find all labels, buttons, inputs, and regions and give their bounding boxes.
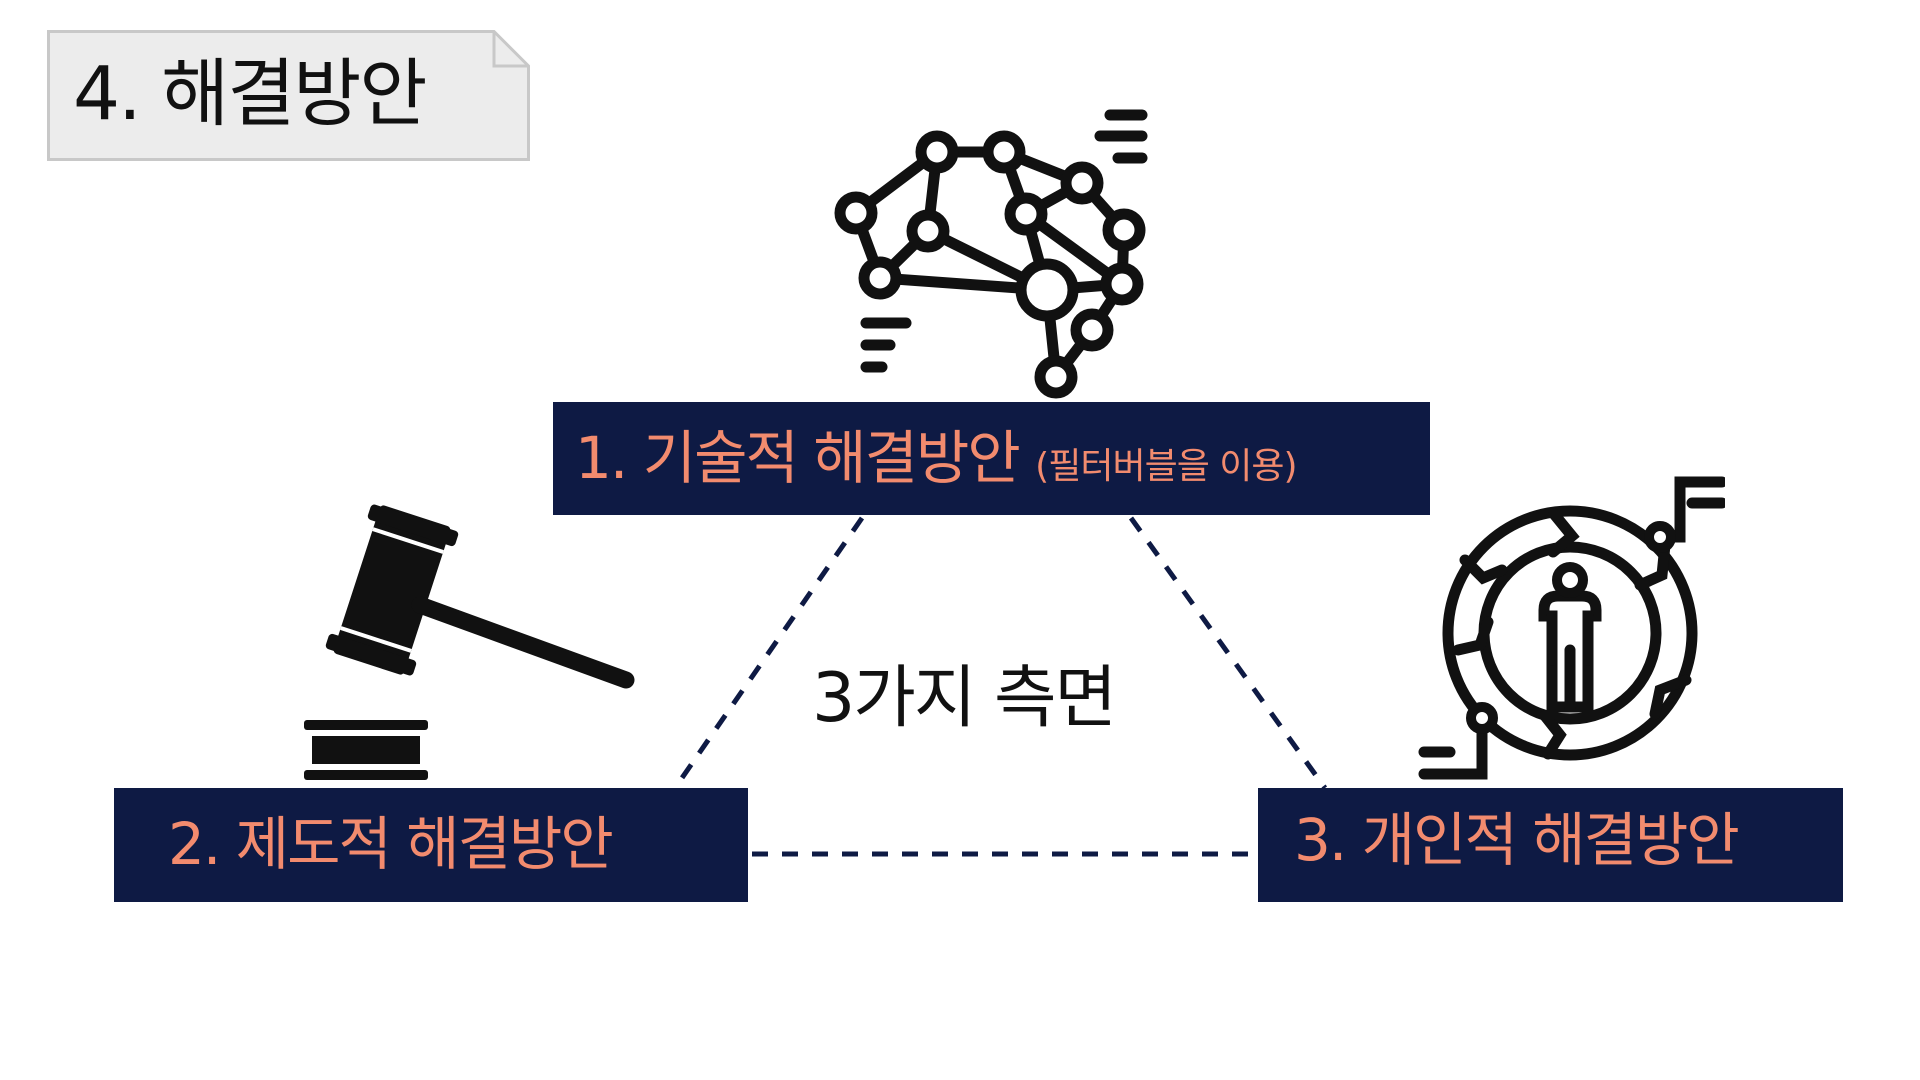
page-title: 4. 해결방안 (73, 51, 427, 137)
center-label: 3가지 측면 (812, 659, 1117, 738)
solution-personal-label: 3. 개인적 해결방안 (1294, 806, 1740, 874)
solution-box-personal: 3. 개인적 해결방안 (1258, 788, 1843, 902)
gavel-icon (304, 504, 635, 780)
solution-technical-label-group: 1. 기술적 해결방안 (필터버블을 이용) (575, 422, 1298, 503)
gavel-block (304, 720, 428, 780)
solution-technical-label: 1. 기술적 해결방안 (575, 424, 1021, 492)
connector-line-right (1128, 516, 1328, 790)
title-tab-shape (47, 30, 530, 161)
gavel-head (325, 504, 459, 676)
solution-box-institutional: 2. 제도적 해결방안 (114, 788, 748, 902)
title-tab: 4. 해결방안 (47, 30, 530, 161)
connector-line-left (672, 516, 865, 790)
gavel-handle (411, 596, 635, 689)
person-cycle-icon (1418, 476, 1725, 780)
solution-technical-sublabel: (필터버블을 이용) (1035, 446, 1297, 487)
brain-network-icon (834, 109, 1148, 399)
solution-box-technical: 1. 기술적 해결방안 (필터버블을 이용) (553, 402, 1430, 515)
solution-institutional-label: 2. 제도적 해결방안 (168, 810, 614, 878)
